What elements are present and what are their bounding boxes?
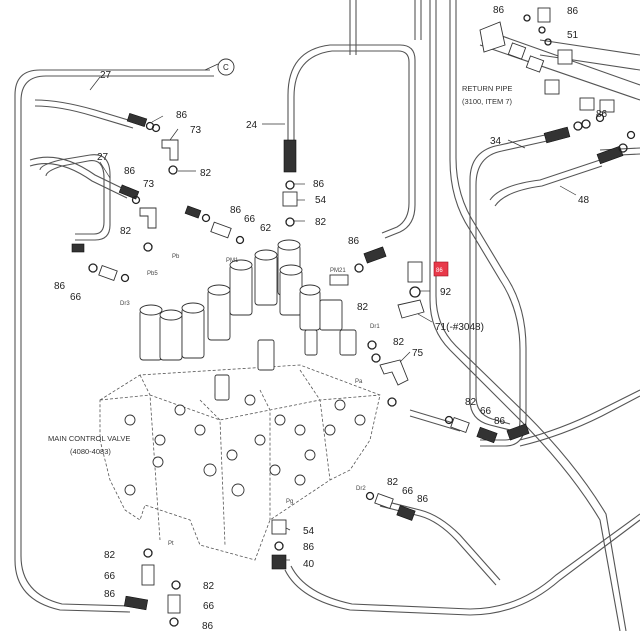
notes: RETURN PIPE (3100, ITEM 7) MAIN CONTROL … [48, 84, 513, 456]
callout-92: 92 [440, 287, 452, 298]
port-dr1: Dr1 [370, 324, 380, 330]
callout-73-upper: 73 [190, 125, 202, 136]
callout-82: 82 [120, 226, 132, 237]
callout-66: 66 [104, 571, 116, 582]
callout-66: 66 [70, 292, 82, 303]
port-dr3: Dr3 [120, 301, 130, 307]
callout-86: 86 [494, 416, 506, 427]
callout-86: 86 [202, 621, 214, 631]
callout-34: 34 [490, 136, 502, 147]
callout-40: 40 [303, 559, 315, 570]
callout-86: 86 [303, 542, 315, 553]
callout-73-lower: 73 [143, 179, 155, 190]
callout-82: 82 [357, 302, 369, 313]
return-pipe-ref: (3100, ITEM 7) [462, 97, 513, 106]
callout-51: 51 [567, 30, 579, 41]
highlighted-part-tag[interactable]: 86 [433, 261, 449, 277]
port-dr2: Dr2 [356, 486, 366, 492]
callout-86: 86 [348, 236, 360, 247]
port-pa: Pa [355, 379, 363, 385]
port-tags: Pb Pb5 PM1 PM21 Dr3 Dr2 Dr1 Pa Pt Pg [120, 254, 380, 547]
port-pt: Pt [168, 541, 174, 547]
callout-c: C [223, 63, 229, 72]
main-valve-ref: (4080-4083) [70, 447, 111, 456]
valve-ports [124, 389, 366, 497]
callout-86: 86 [417, 494, 429, 505]
port-pm21: PM21 [330, 268, 346, 274]
callout-82: 82 [393, 337, 405, 348]
port-pb: Pb [172, 254, 180, 260]
port-pm1: PM1 [226, 258, 239, 264]
hose-lines [14, 0, 640, 631]
callout-54-top: 54 [315, 195, 327, 206]
callout-75: 75 [412, 348, 424, 359]
callout-86: 86 [567, 6, 579, 17]
callout-27-lower: 27 [97, 152, 109, 163]
callout-62: 62 [260, 223, 272, 234]
spool-caps [139, 239, 321, 361]
callout-24: 24 [246, 120, 258, 131]
callout-66: 66 [402, 486, 414, 497]
callout-48: 48 [578, 195, 590, 206]
callout-82: 82 [104, 550, 116, 561]
callout-82: 82 [200, 168, 212, 179]
callout-82: 82 [203, 581, 215, 592]
port-pb5: Pb5 [147, 271, 158, 277]
callout-66: 66 [480, 406, 492, 417]
fittings [71, 7, 636, 627]
callout-82: 82 [465, 397, 477, 408]
callout-66: 66 [203, 601, 215, 612]
part-callouts: 27 27 24 34 48 51 73 73 75 71(-#3048) 92… [54, 5, 608, 631]
callout-86: 86 [54, 281, 66, 292]
callout-86: 86 [596, 109, 608, 120]
highlighted-part-number: 86 [436, 268, 443, 274]
main-valve-title: MAIN CONTROL VALVE [48, 434, 130, 443]
callout-71: 71(-#3048) [435, 322, 484, 333]
callout-54-bottom: 54 [303, 526, 315, 537]
main-control-valve [99, 239, 381, 561]
callout-86: 86 [313, 179, 325, 190]
return-pipe-title: RETURN PIPE [462, 84, 512, 93]
callout-27-upper: 27 [100, 70, 112, 81]
callout-86: 86 [104, 589, 116, 600]
callout-86: 86 [230, 205, 242, 216]
callout-66: 66 [244, 214, 256, 225]
leader-lines [89, 63, 577, 561]
callout-86: 86 [176, 110, 188, 121]
callout-86: 86 [124, 166, 136, 177]
port-pg: Pg [286, 499, 293, 505]
callout-82: 82 [387, 477, 399, 488]
callout-82: 82 [315, 217, 327, 228]
callout-86: 86 [493, 5, 505, 16]
